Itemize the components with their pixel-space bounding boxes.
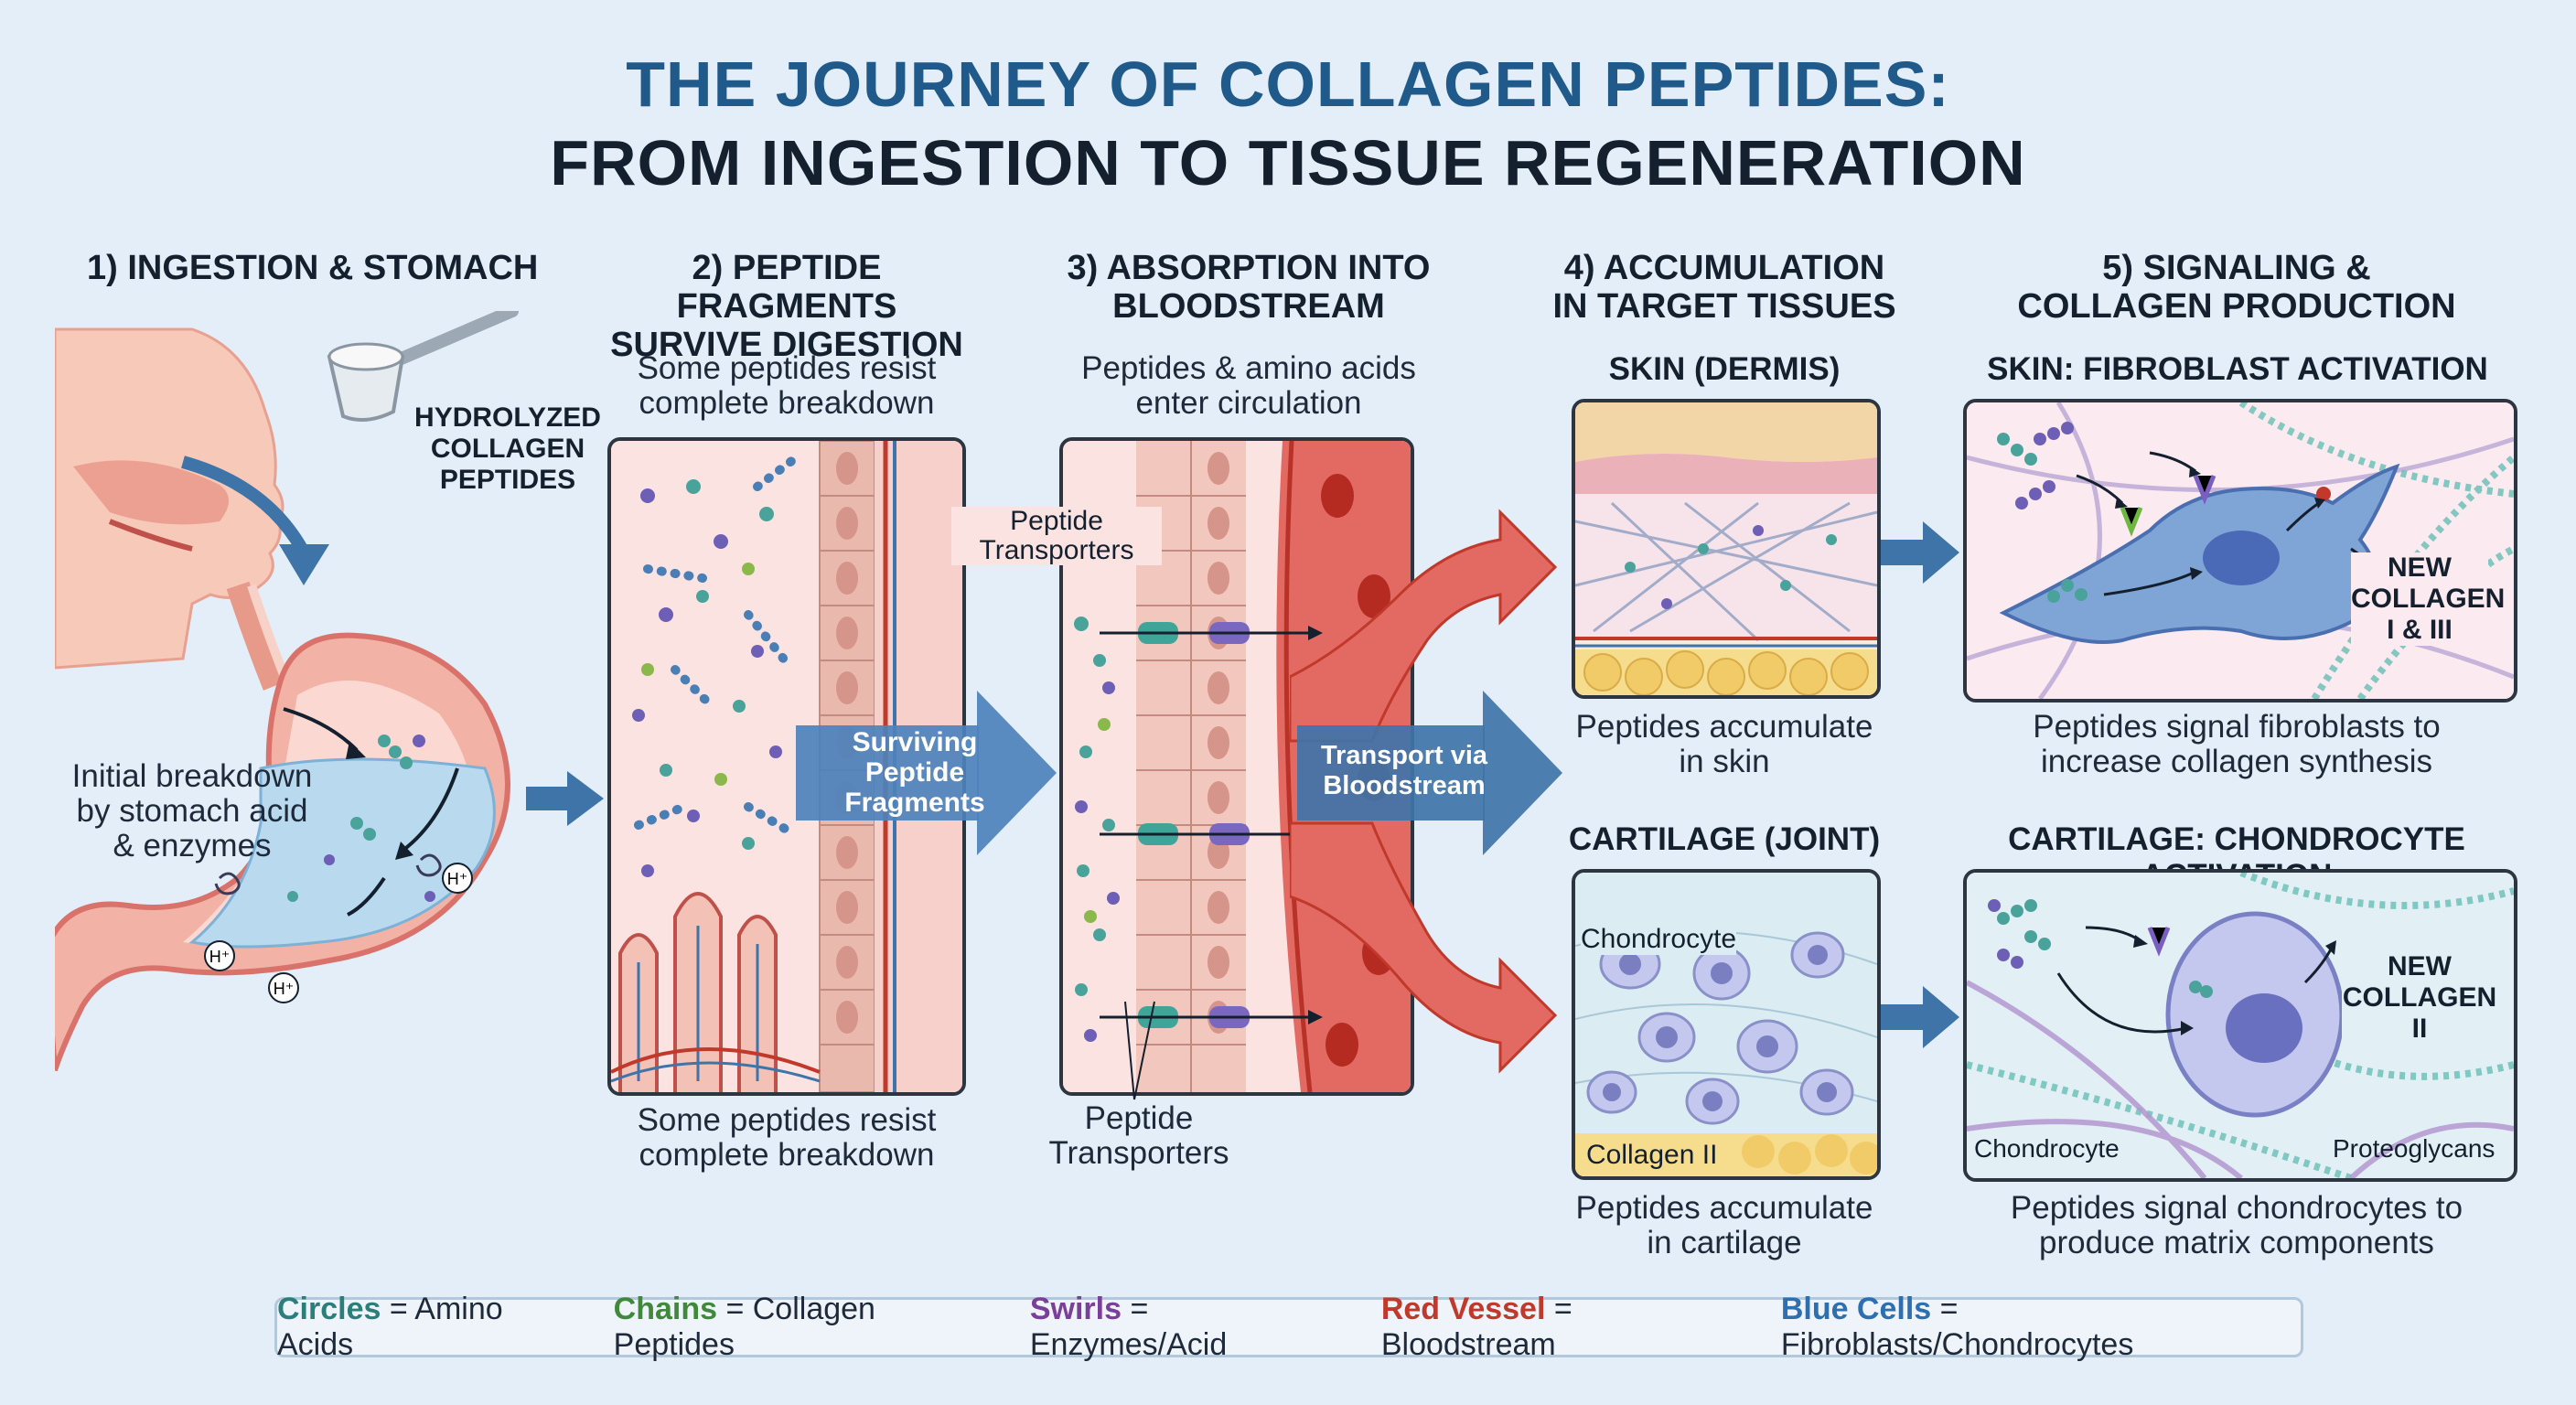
title-line-2: FROM INGESTION TO TISSUE REGENERATION [550, 127, 2026, 198]
fibroblast-activation-title: SKIN: FIBROBLAST ACTIVATION [1987, 351, 2488, 387]
legend-item-chains: Chains = Collagen Peptides [613, 1292, 875, 1362]
arrow-skin-to-signaling [1881, 521, 1959, 584]
new-collagen-ii-label: NEW COLLAGEN II [2342, 951, 2497, 1045]
step3-heading: 3) ABSORPTION INTO BLOODSTREAM [1067, 249, 1431, 326]
step1-caption: Initial breakdown by stomach acid & enzy… [71, 758, 313, 863]
transporter-label-bottom: Peptide Transporters [1048, 1100, 1229, 1171]
svg-text:H⁺: H⁺ [447, 870, 468, 888]
fibroblast-caption: Peptides signal fibroblasts to increase … [2033, 709, 2441, 779]
fibroblast-panel [1963, 399, 2517, 702]
proteoglycans-label: Proteoglycans [2333, 1134, 2496, 1163]
chondrocyte-label: Chondrocyte [1581, 924, 1737, 955]
step2-caption-bottom: Some peptides resist complete breakdown [637, 1102, 937, 1173]
ion-label: H⁺ [209, 948, 231, 966]
transporter-pointer-lines [1124, 1001, 1155, 1100]
collagen-ii-label: Collagen II [1586, 1140, 1718, 1170]
arrow-surviving-fragments [796, 691, 1057, 855]
chondrocyte-caption: Peptides signal chondrocytes to produce … [2010, 1190, 2463, 1260]
legend-item-swirls: Swirls = Enzymes/Acid [1029, 1292, 1228, 1362]
svg-text:H⁺: H⁺ [274, 980, 295, 998]
transporter-label-top: Peptide Transporters [951, 507, 1162, 565]
cartilage-joint-title: CARTILAGE (JOINT) [1568, 821, 1881, 857]
legend: Circles = Amino Acids Chains = Collagen … [274, 1292, 2303, 1362]
title-line-1: THE JOURNEY OF COLLAGEN PEPTIDES: [626, 48, 1950, 120]
new-collagen-i-iii-label: NEW COLLAGEN I & III [2351, 552, 2506, 646]
arrow-1-to-2 [526, 771, 604, 826]
skin-dermis-title: SKIN (DERMIS) [1608, 351, 1841, 387]
step2-heading: 2) PEPTIDE FRAGMENTS SURVIVE DIGESTION [610, 249, 963, 364]
step5-heading: 5) SIGNALING & COLLAGEN PRODUCTION [2017, 249, 2456, 326]
step2-caption-top: Some peptides resist complete breakdown [637, 350, 937, 421]
arrow-transport-bloodstream [1297, 691, 1562, 855]
legend-item-red-vessel: Red Vessel = Bloodstream [1380, 1292, 1572, 1362]
stomach-illustration: H⁺ H⁺ H⁺ [55, 311, 519, 1071]
skin-accumulate-caption: Peptides accumulate in skin [1575, 709, 1873, 779]
transport-label: Transport via Bloodstream [1320, 741, 1488, 800]
bloodstream-branches [1290, 509, 1558, 1074]
chondrocyte-cell-label: Chondrocyte [1974, 1134, 2120, 1163]
step4-heading: 4) ACCUMULATION IN TARGET TISSUES [1552, 249, 1896, 326]
cartilage-panel [1572, 869, 1881, 1180]
step3-caption-top: Peptides & amino acids enter circulation [1081, 350, 1416, 421]
arrow-cartilage-to-signaling [1881, 986, 1959, 1048]
cartilage-accumulate-caption: Peptides accumulate in cartilage [1575, 1190, 1873, 1260]
surviving-fragments-label: Surviving Peptide Fragments [844, 727, 985, 818]
legend-item-circles: Circles = Amino Acids [277, 1292, 503, 1362]
step1-heading: 1) INGESTION & STOMACH [87, 249, 539, 287]
powder-label: HYDROLYZED COLLAGEN PEPTIDES [414, 402, 601, 495]
skin-panel [1572, 399, 1881, 699]
legend-item-blue-cells: Blue Cells = Fibroblasts/Chondrocytes [1780, 1292, 2134, 1362]
